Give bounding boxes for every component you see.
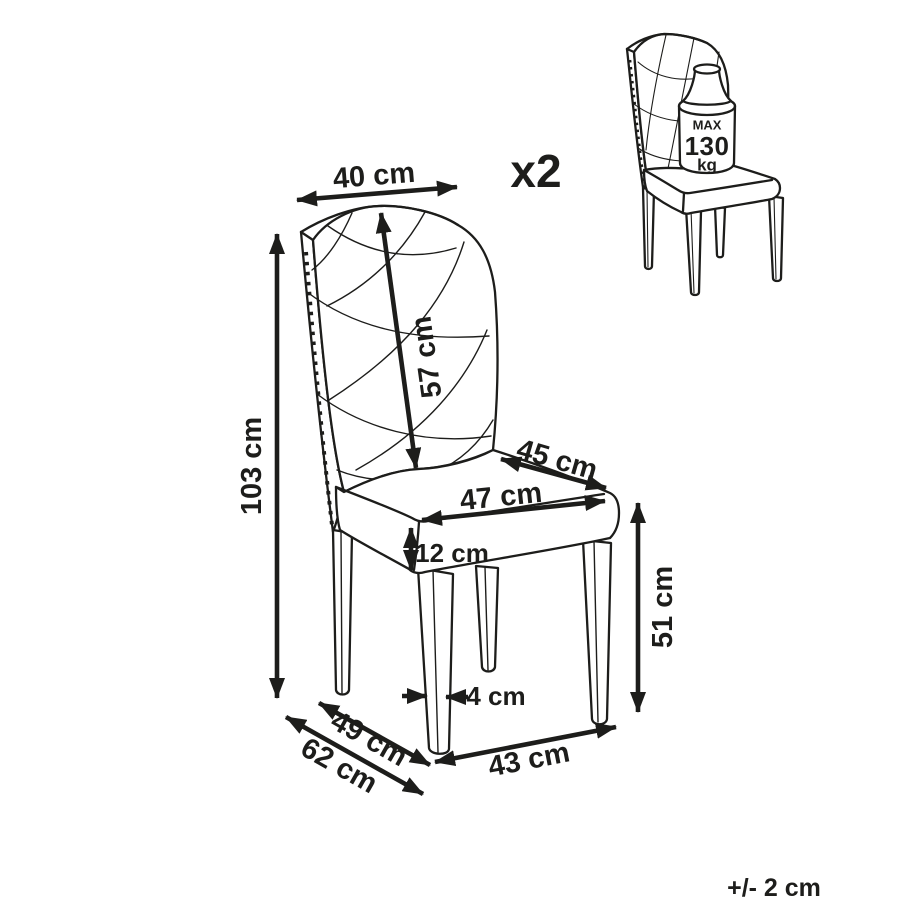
weight-body-rim — [677, 104, 737, 117]
small-seat-fold-line — [642, 168, 774, 195]
back-left-leg — [331, 528, 354, 696]
small-nailhead-trim — [628, 59, 647, 189]
label-back-width: 40 cm — [332, 157, 416, 195]
arrow-footprint-depth-total — [284, 714, 425, 797]
dimension-arrows — [269, 180, 646, 797]
small-chair-legs — [641, 186, 785, 297]
small-front-left-leg — [684, 206, 703, 297]
label-footprint-width: 43 cm — [486, 736, 573, 783]
arrow-footprint-width — [434, 722, 617, 767]
max-load-word: MAX — [693, 118, 722, 133]
label-seat-height: 51 cm — [647, 566, 679, 648]
small-back-left-leg — [641, 186, 656, 271]
max-weight-icon: MAX 130 kg — [677, 63, 737, 175]
arrow-backrest-diagonal — [375, 212, 422, 469]
label-seat-thickness: 12 cm — [415, 538, 489, 568]
max-load-unit: kg — [697, 156, 717, 175]
arrow-seat-width — [421, 495, 606, 526]
tolerance-note: +/- 2 cm — [727, 874, 821, 902]
label-leg-width: 4 cm — [466, 681, 525, 711]
quantity-label: x2 — [510, 145, 561, 197]
arrow-seat-depth — [500, 456, 607, 491]
weight-lip — [692, 63, 722, 75]
small-backrest-top-edge — [625, 32, 709, 51]
max-load-value: 130 — [685, 131, 730, 161]
small-back-right-leg — [713, 204, 727, 259]
max-load-pictogram: MAX 130 kg — [625, 32, 785, 297]
nailhead-trim — [304, 251, 334, 526]
label-total-height: 103 cm — [236, 417, 268, 515]
arrow-back-width — [296, 180, 458, 207]
small-seat-corner-seam — [681, 191, 686, 213]
small-front-right-leg — [767, 194, 785, 283]
